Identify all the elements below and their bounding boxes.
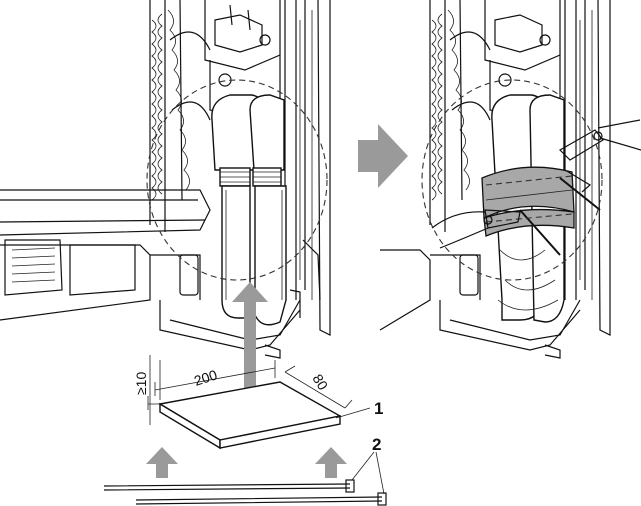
left-unit (0, 0, 331, 359)
up-arrow-icon (315, 447, 347, 478)
right-detail-circle (421, 79, 603, 281)
left-valve-block (204, 0, 281, 121)
left-base-frame (0, 189, 301, 359)
right-heat-exchanger (429, 0, 491, 232)
callout-label-1: 1 (374, 399, 383, 418)
left-detail-circle (146, 79, 328, 281)
right-valve-block (484, 0, 561, 121)
left-casing (284, 0, 331, 336)
dim-thickness: ≥10 (133, 372, 149, 395)
pliers-icon (431, 209, 521, 249)
up-arrow-icon (146, 447, 178, 478)
cable-tie-icon (485, 175, 601, 256)
right-unit (379, 0, 641, 359)
insulation-pad (158, 381, 342, 450)
callout-leader-2 (351, 451, 385, 495)
right-casing (564, 0, 611, 336)
dimension-lines (147, 355, 353, 425)
pliers-icon (559, 119, 641, 193)
dim-length: 200 (192, 366, 219, 389)
right-base-frame (379, 249, 581, 359)
left-heat-exchanger (149, 0, 211, 232)
dim-width: 80 (309, 371, 331, 393)
up-arrow-icon (232, 282, 268, 405)
callout-label-2: 2 (372, 435, 381, 454)
left-pipes (211, 94, 287, 326)
right-arrow-icon (358, 124, 408, 188)
callout-leader-1 (335, 407, 371, 419)
cable-ties (103, 479, 387, 506)
